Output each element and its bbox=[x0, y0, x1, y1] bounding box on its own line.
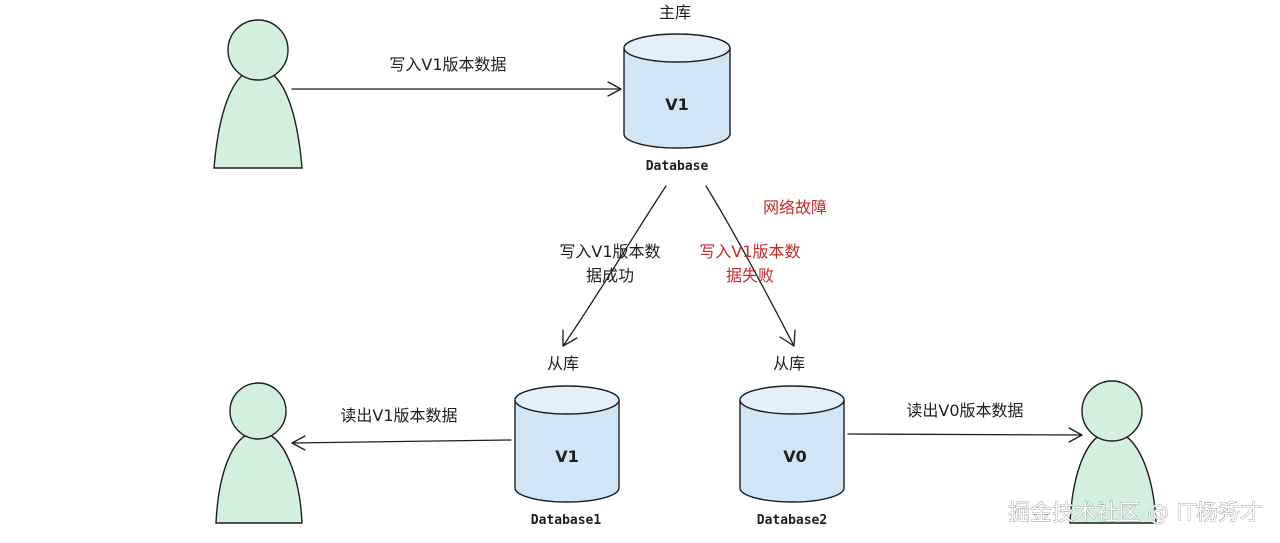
master-title: 主库 bbox=[659, 3, 691, 22]
database-slave2: V0 Database2 bbox=[739, 385, 845, 528]
database-slave1-name: Database1 bbox=[531, 513, 602, 528]
database-slave2-name: Database2 bbox=[757, 513, 827, 528]
watermark-text: 掘金技术社区 @ IT杨秀才 bbox=[1008, 501, 1262, 526]
database-slave2-version: V0 bbox=[783, 447, 807, 466]
label-network-fault: 网络故障 bbox=[763, 198, 827, 217]
label-write-slave2-line2: 据失败 bbox=[726, 266, 774, 285]
label-write-master: 写入V1版本数据 bbox=[389, 55, 506, 74]
user-icon-writer bbox=[213, 19, 303, 169]
arrow-slave2-to-reader2 bbox=[847, 427, 1083, 443]
slave1-title: 从库 bbox=[547, 354, 579, 373]
label-read-slave2: 读出V0版本数据 bbox=[906, 401, 1023, 420]
database-master-name: Database bbox=[646, 159, 709, 174]
database-slave1-version: V1 bbox=[555, 447, 579, 466]
label-read-slave1: 读出V1版本数据 bbox=[340, 406, 457, 425]
arrow-slave1-to-reader1 bbox=[291, 435, 512, 451]
user-icon-reader-1 bbox=[215, 382, 303, 524]
database-master: V1 Database bbox=[623, 33, 731, 174]
arrow-master-to-slave2 bbox=[705, 185, 796, 347]
database-slave1: V1 Database1 bbox=[514, 385, 620, 528]
user-icon-reader-2 bbox=[1069, 380, 1157, 524]
database-master-version: V1 bbox=[665, 95, 689, 114]
label-write-slave1-line2: 据成功 bbox=[586, 266, 634, 285]
label-write-slave1-line1: 写入V1版本数 bbox=[559, 242, 660, 261]
slave2-title: 从库 bbox=[773, 354, 805, 373]
arrow-master-to-slave1 bbox=[562, 185, 667, 347]
arrow-user-to-master bbox=[291, 81, 622, 97]
label-write-slave2-line1: 写入V1版本数 bbox=[699, 242, 800, 261]
